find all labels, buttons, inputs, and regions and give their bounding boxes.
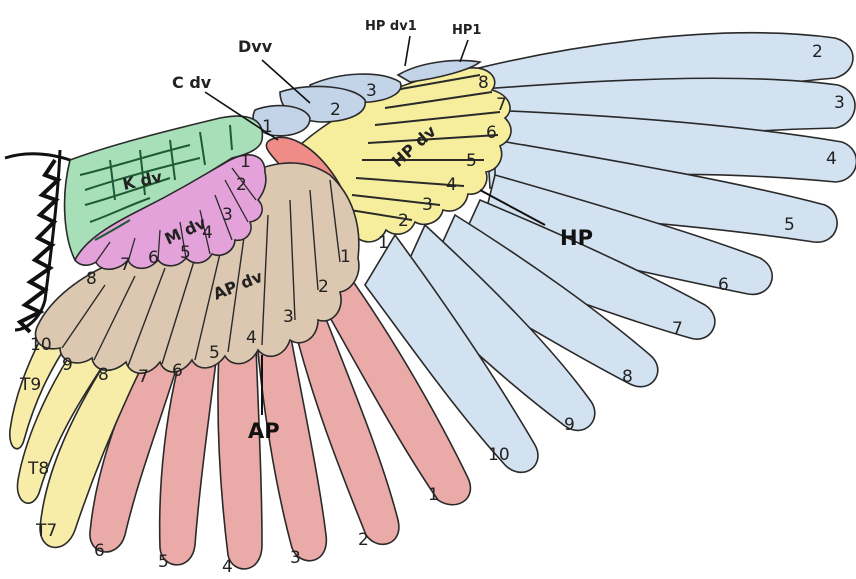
secondary-num-4: 4 [222, 557, 233, 577]
label-dvv: Dvv [238, 37, 273, 56]
pc-num-5: 5 [466, 151, 477, 171]
mc-num-6: 6 [148, 248, 159, 268]
tertial-feather-T9 [9, 339, 72, 450]
secondary-num-5: 5 [158, 552, 169, 572]
mc-num-8: 8 [86, 269, 97, 289]
pc-num-2: 2 [398, 211, 409, 231]
secondary-num-2: 2 [358, 530, 369, 550]
primary-feather-10 [364, 233, 539, 473]
sc-num-7: 7 [138, 367, 149, 387]
secondary-numbers: 1 2 3 4 5 6 [94, 485, 439, 577]
secondary-num-6: 6 [94, 541, 105, 561]
mc-num-5: 5 [180, 243, 191, 263]
lesser-coverts-group [63, 115, 264, 262]
label-hp: HP [560, 226, 593, 250]
primary-num-8: 8 [622, 367, 633, 387]
primary-num-10: 10 [488, 445, 510, 465]
alula-group [252, 59, 482, 137]
body-edge [4, 149, 71, 332]
label-hp1: HP1 [452, 23, 481, 38]
mc-num-1: 1 [240, 152, 251, 172]
tertial-num-T7: T7 [35, 521, 57, 541]
secondary-feather-5 [158, 328, 221, 566]
label-ap: AP [248, 419, 280, 443]
mc-num-7: 7 [120, 255, 131, 275]
lesser-coverts-area [63, 115, 264, 262]
primary-num-4: 4 [826, 149, 837, 169]
secondary-feather-3 [254, 303, 328, 562]
mc-num-2: 2 [236, 175, 247, 195]
tertial-num-T8: T8 [27, 459, 49, 479]
alula-num-2: 2 [330, 100, 341, 120]
secondary-num-3: 3 [290, 548, 301, 568]
median-coverts-group [72, 154, 267, 271]
secondary-num-1: 1 [428, 485, 439, 505]
sc-num-5: 5 [209, 343, 220, 363]
alula-num-3: 3 [366, 81, 377, 101]
pc-num-1: 1 [378, 233, 389, 253]
tertial-feather-T8 [16, 354, 112, 504]
sc-num-8: 8 [98, 365, 109, 385]
sc-num-9: 9 [62, 355, 73, 375]
hp-dv1-feather [396, 59, 482, 83]
primaries-group [364, 32, 856, 473]
label-hp-dv1: HP dv1 [365, 19, 417, 34]
secondary-coverts-area [34, 162, 360, 375]
primary-num-9: 9 [564, 415, 575, 435]
sc-num-6: 6 [172, 361, 183, 381]
secondary-coverts-group [34, 162, 360, 375]
median-coverts-area [72, 154, 267, 271]
tertials-group [9, 339, 152, 549]
hp-axis-line [479, 189, 546, 226]
alula-num-1: 1 [262, 117, 273, 137]
tertial-feather-T7 [39, 349, 152, 549]
primary-numbers: 2 3 4 5 6 7 8 9 10 [488, 42, 845, 465]
secondary-feather-4 [217, 318, 263, 570]
secondary-feather-2 [289, 288, 400, 546]
label-c-dv: C dv [172, 73, 212, 92]
body-feathering [16, 158, 62, 334]
primary-num-2: 2 [812, 42, 823, 62]
primary-num-6: 6 [718, 275, 729, 295]
pointer-lines [204, 35, 469, 141]
mc-num-3: 3 [222, 205, 233, 225]
sc-num-3: 3 [283, 307, 294, 327]
alula-numbers: 1 2 3 [262, 81, 377, 137]
sc-num-4: 4 [246, 328, 257, 348]
sc-num-10: 10 [30, 335, 52, 355]
primary-num-3: 3 [834, 93, 845, 113]
primary-covert-numbers: 1 2 3 4 5 6 7 8 [378, 73, 507, 253]
sc-num-2: 2 [318, 277, 329, 297]
sc-num-1: 1 [340, 247, 351, 267]
tertial-num-T9: T9 [19, 375, 41, 395]
pc-num-7: 7 [496, 95, 507, 115]
primary-num-7: 7 [672, 319, 683, 339]
primary-num-5: 5 [784, 215, 795, 235]
tertial-numbers: T7 T8 T9 [19, 375, 57, 541]
secondary-feather-1 [319, 268, 472, 506]
pc-num-6: 6 [486, 123, 497, 143]
secondaries-group [89, 268, 472, 570]
secondary-covert-numbers: 1 2 3 4 5 6 7 8 9 10 [30, 247, 351, 387]
pc-num-8: 8 [478, 73, 489, 93]
mc-num-4: 4 [202, 223, 213, 243]
pc-num-4: 4 [446, 175, 457, 195]
median-covert-numbers: 1 2 3 4 5 6 7 8 [86, 152, 251, 289]
pc-num-3: 3 [422, 195, 433, 215]
